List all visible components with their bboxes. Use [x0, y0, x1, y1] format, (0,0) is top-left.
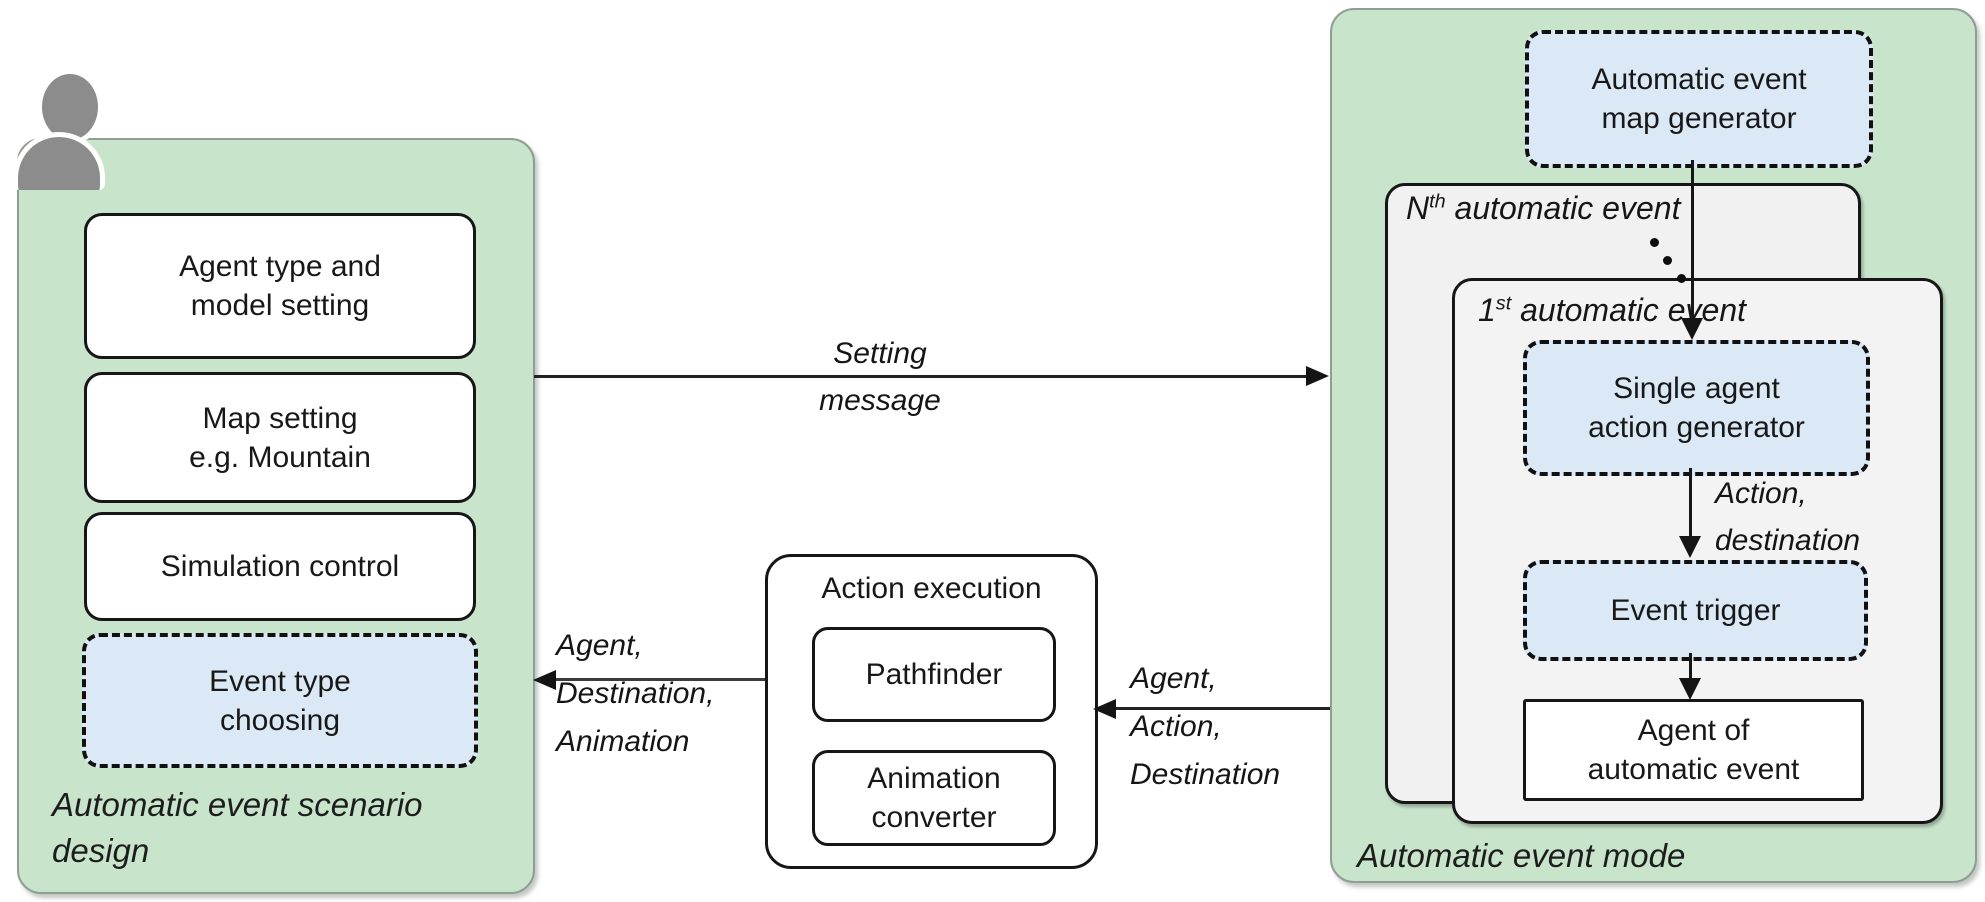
box-agent-type-model-setting: Agent type and model setting: [84, 213, 476, 359]
box-agent-of-automatic-event: Agent of automatic event: [1523, 699, 1864, 801]
user-icon-head: [42, 74, 98, 140]
box-automatic-event-map-generator: Automatic event map generator: [1525, 30, 1873, 168]
box-single-agent-action-generator: Single agent action generator: [1523, 340, 1870, 476]
nth-label-rest: automatic event: [1445, 190, 1681, 226]
action-execution-title: Action execution: [821, 572, 1042, 605]
arrow-head-down-icon: [1681, 318, 1703, 340]
box-label-line: Agent of: [1637, 714, 1750, 747]
label-action-destination: Action, destination: [1715, 470, 1860, 564]
caption-automatic-event-mode: Automatic event mode: [1357, 837, 1686, 874]
arrow-shaft: [552, 678, 765, 681]
box-label-line: map generator: [1601, 102, 1797, 135]
box-label-line: converter: [871, 801, 997, 834]
box-label-line: choosing: [219, 703, 341, 737]
label-line: Action,: [1130, 710, 1222, 743]
user-icon-shoulders: [13, 132, 105, 190]
box-event-trigger: Event trigger: [1523, 560, 1868, 661]
arrow-head-right-icon: [1306, 366, 1329, 386]
label-line: Animation: [556, 725, 690, 758]
nth-label-sup: th: [1429, 190, 1446, 213]
box-label-line: model setting: [190, 289, 370, 322]
box-label-line: Event trigger: [1610, 594, 1781, 627]
box-animation-converter: Animation converter: [812, 750, 1056, 846]
label-agent-action-destination: Agent, Action, Destination: [1130, 655, 1280, 799]
label-line: destination: [1715, 524, 1861, 557]
arrow-shaft: [1689, 468, 1692, 538]
first-label-base: 1: [1478, 292, 1496, 328]
arrow-shaft: [1114, 707, 1330, 710]
label-line: Destination: [1130, 758, 1281, 791]
box-label-line: Animation: [867, 762, 1001, 795]
box-label-line: automatic event: [1587, 753, 1800, 786]
box-label-line: Agent type and: [179, 250, 381, 283]
arrow-shaft: [534, 375, 1308, 378]
nth-automatic-event-label: Nth automatic event: [1406, 190, 1680, 227]
arrow-head-left-icon: [533, 670, 556, 690]
ellipsis-dot: [1650, 238, 1659, 247]
box-pathfinder: Pathfinder: [812, 627, 1056, 722]
box-label-line: Simulation control: [160, 550, 400, 583]
arrow-head-down-icon: [1679, 536, 1701, 558]
ellipsis-dot: [1663, 256, 1672, 265]
arrow-head-left-icon: [1093, 699, 1116, 719]
ellipsis-dot: [1677, 274, 1686, 283]
arrow-shaft: [1691, 160, 1694, 320]
label-setting-message: Setting message: [760, 330, 1000, 424]
caption-scenario-design: Automatic event scenario design: [52, 786, 423, 869]
box-label-line: e.g. Mountain: [189, 440, 371, 474]
label-line: Agent,: [1130, 662, 1217, 695]
first-label-sup: st: [1495, 292, 1512, 315]
label-line: Destination,: [556, 677, 715, 710]
label-line: message: [819, 384, 941, 417]
box-map-setting: Map setting e.g. Mountain: [84, 372, 476, 503]
box-label-line: action generator: [1588, 411, 1805, 444]
box-label-line: Single agent: [1613, 372, 1780, 405]
box-label-line: Map setting: [202, 401, 358, 435]
arrow-shaft: [1689, 653, 1692, 681]
box-event-type-choosing: Event type choosing: [82, 633, 478, 768]
first-label-rest: automatic event: [1511, 292, 1747, 328]
label-line: Action,: [1715, 477, 1807, 510]
arrow-head-down-icon: [1679, 678, 1701, 700]
box-simulation-control: Simulation control: [84, 512, 476, 621]
label-agent-destination-animation: Agent, Destination, Animation: [556, 622, 714, 766]
box-label-line: Automatic event: [1591, 63, 1807, 96]
user-icon: [13, 74, 105, 190]
first-automatic-event-label: 1st automatic event: [1478, 292, 1746, 329]
nth-label-base: N: [1406, 190, 1430, 226]
box-label-line: Event type: [209, 664, 351, 698]
box-label-line: Pathfinder: [865, 658, 1003, 691]
label-line: Setting: [833, 337, 927, 370]
label-line: Agent,: [556, 629, 643, 662]
